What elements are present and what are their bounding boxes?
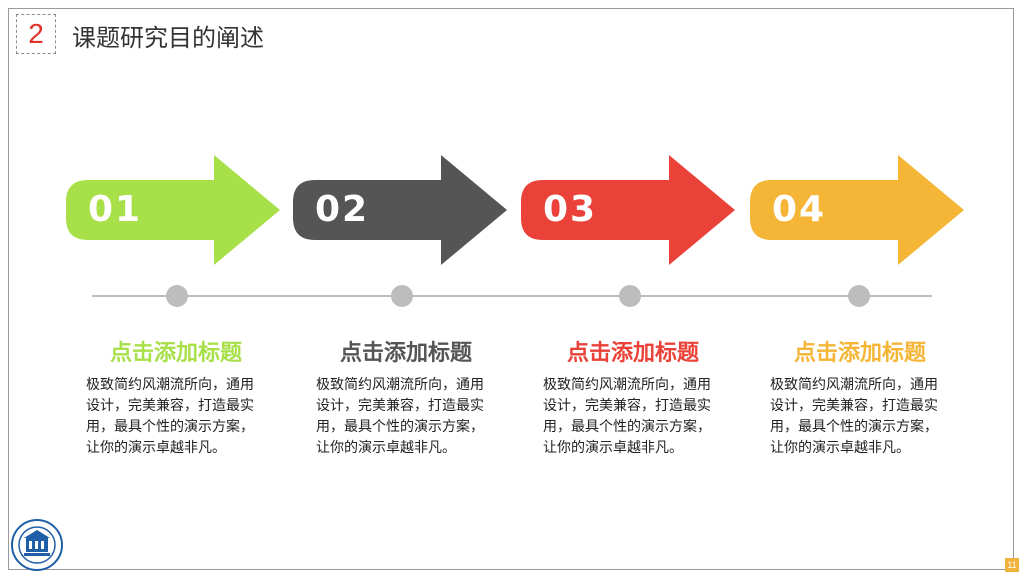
- arrow-shape: [66, 155, 280, 265]
- step-title[interactable]: 点击添加标题: [793, 341, 926, 366]
- page-number: 11: [1005, 558, 1019, 572]
- step-description[interactable]: 极致简约风潮流所向，通用设计，完美兼容，打造最实用，最具个性的演示方案，让你的演…: [86, 377, 254, 456]
- step-number: 04: [772, 189, 827, 230]
- step-number: 02: [315, 189, 370, 230]
- slide-frame: [8, 8, 1014, 570]
- slide-title: 课题研究目的阐述: [72, 24, 264, 52]
- step-arrow-4: 04: [750, 155, 964, 265]
- timeline-dot: [848, 285, 870, 307]
- step-arrow-3: 03: [521, 155, 735, 265]
- step-title[interactable]: 点击添加标题: [339, 341, 472, 366]
- step-description[interactable]: 极致简约风潮流所向，通用设计，完美兼容，打造最实用，最具个性的演示方案，让你的演…: [316, 377, 484, 456]
- arrow-shape: [750, 155, 964, 265]
- section-number: 2: [16, 14, 56, 54]
- step-arrow-2: 02: [293, 155, 507, 265]
- step-title[interactable]: 点击添加标题: [109, 341, 242, 366]
- step-column-1: 点击添加标题 极致简约风潮流所向，通用设计，完美兼容，打造最实用，最具个性的演示…: [86, 335, 266, 459]
- timeline-dot: [619, 285, 641, 307]
- timeline-dot: [391, 285, 413, 307]
- arrow-shape: [521, 155, 735, 265]
- arrow-shape: [293, 155, 507, 265]
- step-arrow-1: 01: [66, 155, 280, 265]
- step-column-4: 点击添加标题 极致简约风潮流所向，通用设计，完美兼容，打造最实用，最具个性的演示…: [770, 335, 950, 459]
- step-column-3: 点击添加标题 极致简约风潮流所向，通用设计，完美兼容，打造最实用，最具个性的演示…: [543, 335, 723, 459]
- timeline-line: [92, 295, 932, 297]
- step-description[interactable]: 极致简约风潮流所向，通用设计，完美兼容，打造最实用，最具个性的演示方案，让你的演…: [543, 377, 711, 456]
- step-description[interactable]: 极致简约风潮流所向，通用设计，完美兼容，打造最实用，最具个性的演示方案，让你的演…: [770, 377, 938, 456]
- step-number: 01: [88, 189, 143, 230]
- step-column-2: 点击添加标题 极致简约风潮流所向，通用设计，完美兼容，打造最实用，最具个性的演示…: [316, 335, 496, 459]
- university-seal-icon: [10, 518, 64, 572]
- timeline-dot: [166, 285, 188, 307]
- step-number: 03: [543, 189, 598, 230]
- step-title[interactable]: 点击添加标题: [566, 341, 699, 366]
